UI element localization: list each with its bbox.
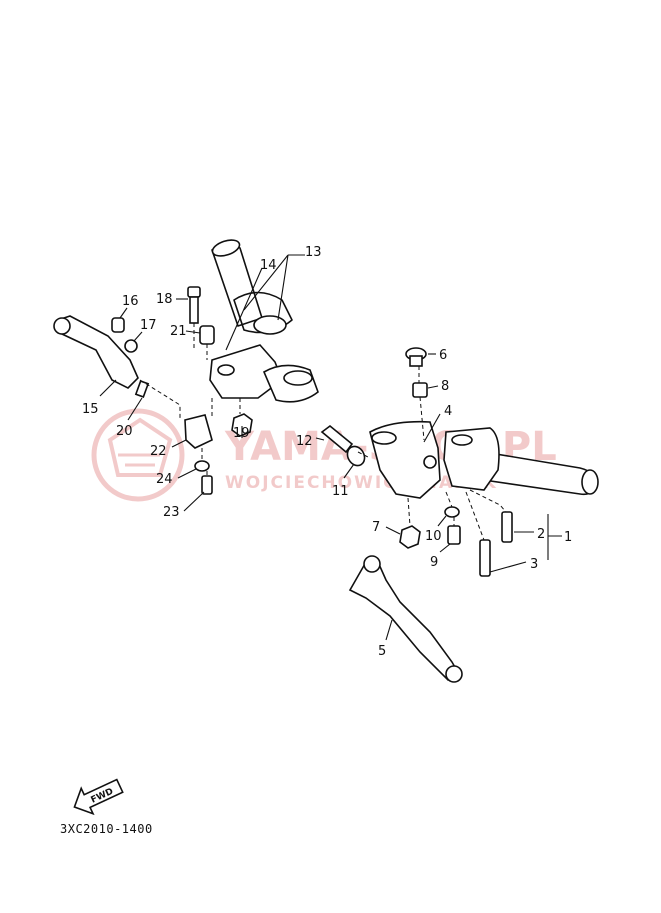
adjuster-12 [315,424,354,454]
callout-7: 7 [372,520,380,535]
callout-19: 19 [233,426,250,441]
callout-16: 16 [122,294,139,309]
screw-23 [183,475,213,512]
callout-1: 1 [564,530,572,545]
callout-21: 21 [170,324,187,339]
callout-8: 8 [441,379,449,394]
callout-13: 13 [305,245,322,260]
screw-6 [405,347,436,367]
callout-labels: 1 2 3 4 5 6 7 8 9 10 11 12 13 14 15 16 1… [82,245,572,659]
washer-10 [437,506,460,527]
leader-1 [547,514,562,560]
collar-8 [412,382,439,398]
callout-3: 3 [530,557,538,572]
nut-19 [231,413,253,438]
watermark-logo [91,408,185,502]
bolt-9 [439,525,461,553]
callout-4: 4 [444,404,452,419]
lever-holder-left [209,344,319,403]
callout-9: 9 [430,555,438,570]
catalog-code: 3XC2010-1400 [60,822,153,836]
callout-22: 22 [150,444,167,459]
fwd-arrow-icon: FWD [73,778,124,816]
throttle-grip [469,449,599,496]
callout-2: 2 [537,527,545,542]
leader-14 [225,267,263,351]
bolt-16 [111,307,128,333]
leader-4 [423,413,441,443]
guide-lines-right [357,366,507,541]
callout-23: 23 [163,505,180,520]
callout-17: 17 [140,318,157,333]
lever-5 [348,555,463,683]
locknut-11 [343,445,366,479]
nut-17 [124,331,143,353]
collar-21 [185,325,215,345]
callout-15: 15 [82,402,99,417]
callout-20: 20 [116,424,133,439]
lever-15 [53,315,139,397]
callout-10: 10 [425,529,442,544]
bolt-18 [176,286,201,324]
screw-20 [127,380,150,421]
handlebar-left [211,239,293,335]
callout-11: 11 [332,484,349,499]
switch-22 [171,414,213,449]
callout-24: 24 [156,472,173,487]
leader-13 [243,254,305,321]
brake-holder-4 [369,420,500,499]
callout-12: 12 [296,434,313,449]
washer-24 [177,460,210,479]
callout-6: 6 [439,348,447,363]
callout-14: 14 [260,258,277,273]
guide-lines-left [139,323,241,476]
callout-18: 18 [156,292,173,307]
screw-3 [479,539,527,577]
nut-7 [385,525,421,549]
callout-5: 5 [378,644,386,659]
screw-2 [501,511,534,543]
